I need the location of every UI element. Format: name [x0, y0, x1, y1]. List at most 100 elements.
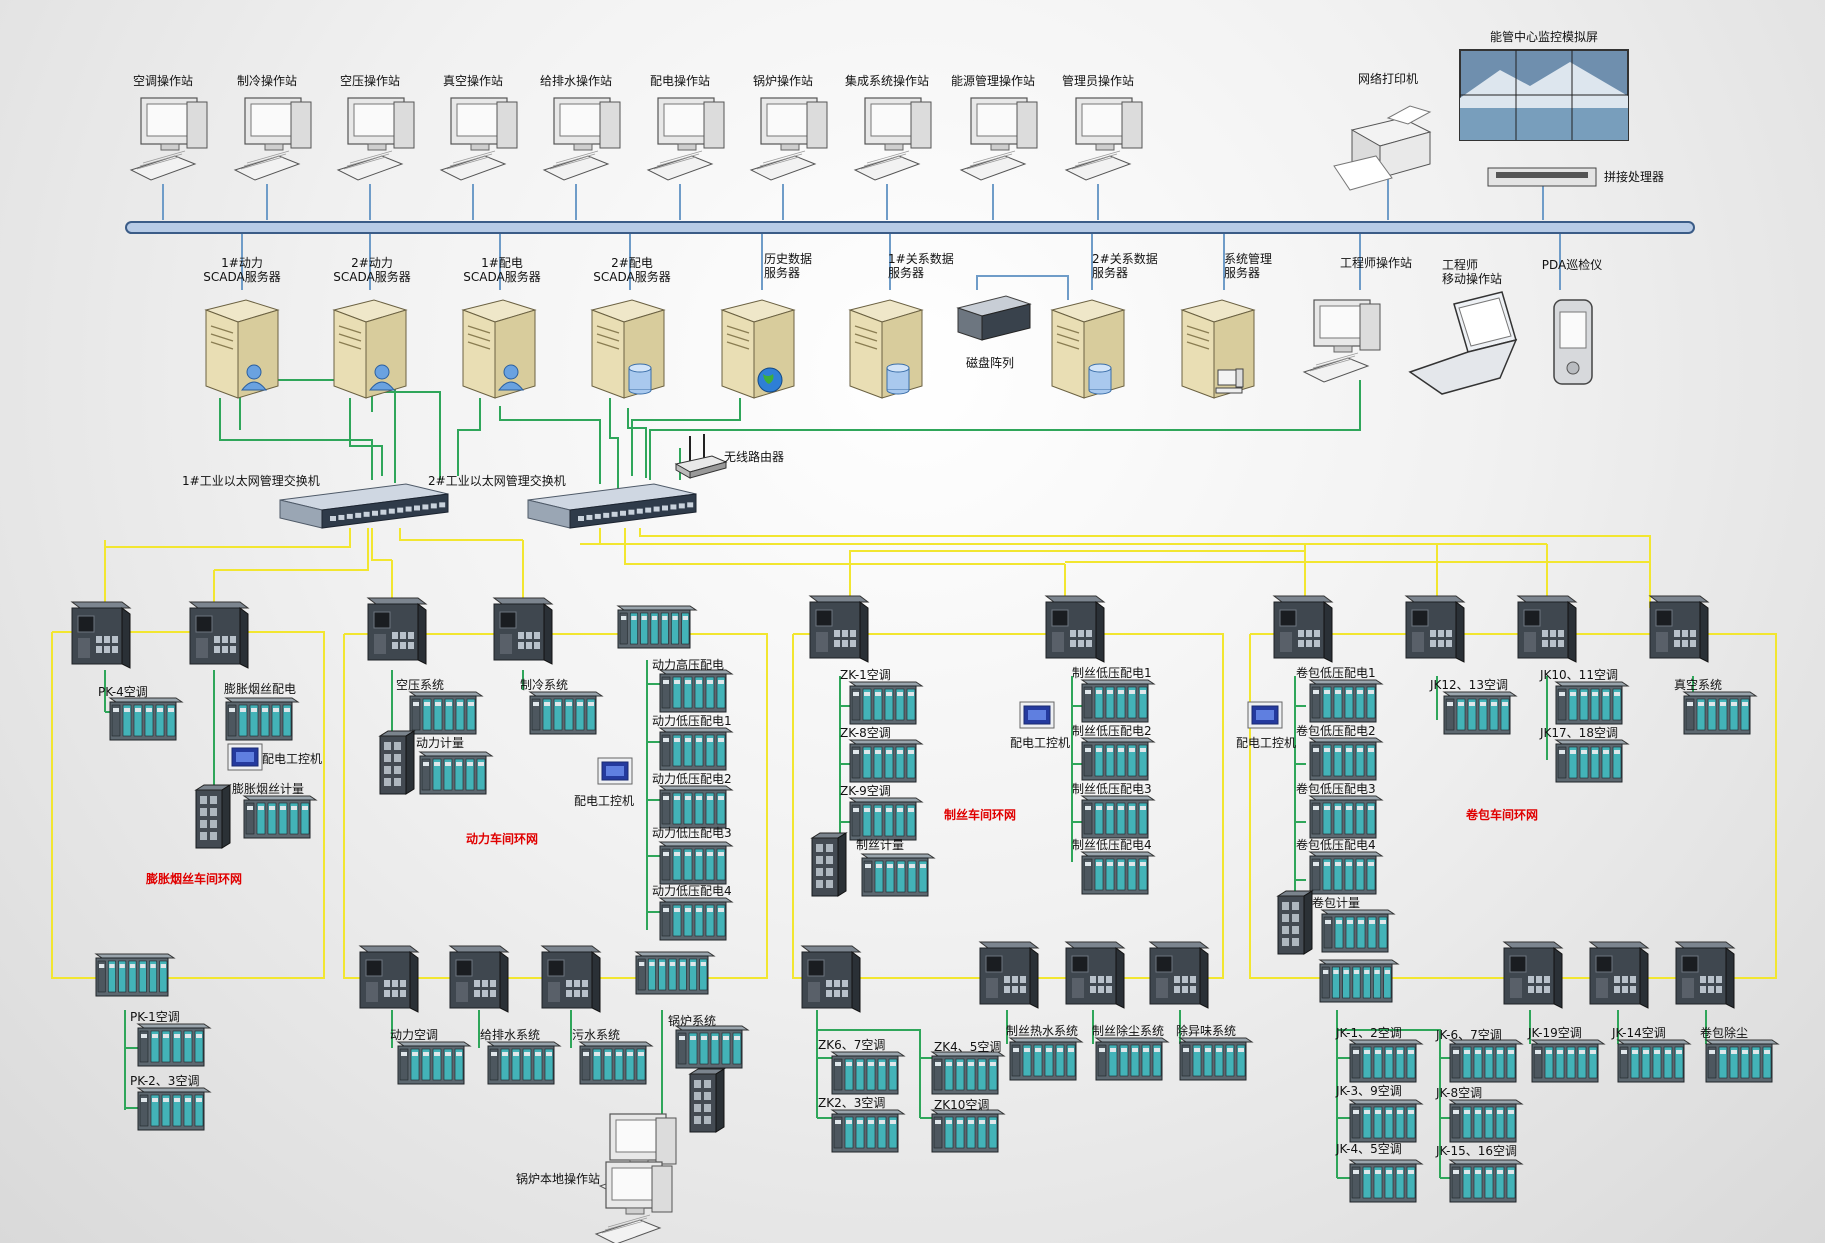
core-switch-1-icon	[279, 483, 449, 529]
server-icon	[461, 299, 537, 399]
video-wall-icon	[1459, 49, 1629, 141]
metering-switch-icon	[688, 1068, 726, 1133]
device-label: 卷包低压配电2	[1296, 724, 1376, 738]
splicer-icon	[1487, 167, 1597, 187]
device-label: 除异味系统	[1176, 1024, 1237, 1038]
ring-switch-icon	[1404, 595, 1466, 663]
plc-rack-icon	[1318, 959, 1400, 1003]
plc-rack-icon	[1320, 909, 1396, 953]
plc-rack-icon	[1442, 691, 1518, 735]
lan-line	[499, 406, 601, 484]
plc-rack-icon	[658, 897, 734, 941]
server-label: 2#关系数据 服务器	[1092, 252, 1158, 280]
device-label: ZK10空调	[934, 1098, 990, 1112]
lan-line	[219, 398, 373, 480]
link-line	[624, 528, 1065, 565]
plc-rack-icon	[658, 727, 734, 771]
ring-switch-icon	[1648, 595, 1710, 663]
server-label: 历史数据 服务器	[764, 252, 813, 280]
device-label: PK-2、3空调	[130, 1074, 200, 1088]
device-label: JK-15、16空调	[1436, 1144, 1518, 1158]
server-label: 1#配电 SCADA服务器	[463, 256, 541, 284]
metering-switch-icon	[194, 784, 232, 849]
ring3-name: 制丝车间环网	[944, 808, 1017, 822]
engineer-station-label: 工程师操作站	[1340, 256, 1413, 270]
link-line	[649, 380, 1361, 480]
video-wall-label: 能管中心监控模拟屏	[1489, 30, 1599, 44]
metering-switch-icon	[810, 832, 848, 897]
operator-station-icon	[542, 97, 621, 181]
device-label: ZK6、7空调	[818, 1038, 886, 1052]
device-label: JK-19空调	[1528, 1026, 1582, 1040]
ring-switch-icon	[978, 941, 1040, 1009]
device-label: 制丝低压配电2	[1072, 724, 1152, 738]
lan-line	[609, 398, 619, 490]
metering-switch-icon	[378, 730, 416, 795]
ring-switch-icon	[366, 597, 428, 665]
operator-station-icon	[749, 97, 828, 181]
plc-rack-icon	[1080, 679, 1156, 723]
device-label: ZK4、5空调	[934, 1040, 1002, 1054]
device-label: 卷包低压配电3	[1296, 782, 1376, 796]
device-label: 卷包除尘	[1700, 1026, 1749, 1040]
plc-rack-icon	[1448, 1039, 1524, 1083]
plc-rack-icon	[1348, 1159, 1424, 1203]
device-label: JK17、18空调	[1540, 726, 1618, 740]
printer-icon	[1333, 105, 1432, 191]
operator-station-label: 集成系统操作站	[844, 74, 930, 88]
pda-label: PDA巡检仪	[1541, 258, 1603, 272]
industrial-pc-icon	[597, 757, 633, 785]
device-label: 制丝低压配电4	[1072, 838, 1152, 852]
plc-rack-icon	[830, 1109, 906, 1153]
plc-rack-icon	[1448, 1099, 1524, 1143]
plc-rack-icon	[830, 1051, 906, 1095]
device-label: JK-3、9空调	[1336, 1084, 1402, 1098]
operator-station-icon	[959, 97, 1038, 181]
link-line	[639, 528, 1651, 562]
link-line	[1337, 1029, 1441, 1178]
plc-rack-icon	[1008, 1037, 1084, 1081]
server-label: 2#配电 SCADA服务器	[593, 256, 671, 284]
plc-rack-icon	[658, 669, 734, 713]
boiler-local-label: 锅炉本地操作站	[516, 1172, 601, 1186]
server-icon	[720, 299, 796, 399]
plc-rack-icon	[658, 785, 734, 829]
ethernet-bus-bar	[125, 221, 1695, 234]
ring-switch-icon	[1502, 941, 1564, 1009]
server-icon	[1180, 299, 1256, 399]
link-line	[849, 550, 1305, 608]
device-label: 制丝低压配电3	[1072, 782, 1152, 796]
device-label: 卷包低压配电1	[1296, 666, 1376, 680]
plc-rack-icon	[930, 1051, 1006, 1095]
device-label: JK-4、5空调	[1336, 1142, 1402, 1156]
device-label: ZK-8空调	[840, 726, 891, 740]
ring2-name: 动力车间环网	[466, 832, 539, 846]
database-icon	[886, 363, 910, 395]
operator-station-icon	[646, 97, 725, 181]
splicer-label: 拼接处理器	[1604, 170, 1665, 184]
router-label: 无线路由器	[724, 450, 785, 464]
plc-rack-icon	[396, 1041, 472, 1085]
user-icon	[374, 364, 390, 380]
operator-station-label: 能源管理操作站	[950, 74, 1036, 88]
plc-rack-icon	[418, 751, 494, 795]
plc-rack-icon	[486, 1041, 562, 1085]
device-label: 膨胀烟丝计量	[232, 782, 305, 796]
operator-station-label: 真空操作站	[442, 74, 504, 88]
server-icon	[332, 299, 408, 399]
plc-rack-icon	[658, 841, 734, 885]
device-label: 制丝计量	[856, 838, 905, 852]
server-label: 1#动力 SCADA服务器	[203, 256, 281, 284]
plc-rack-icon	[1308, 737, 1384, 781]
device-label: 制丝除尘系统	[1092, 1024, 1165, 1038]
operator-station-label: 管理员操作站	[1061, 74, 1135, 88]
ring-switch-icon	[808, 595, 870, 663]
server-icon	[1050, 299, 1126, 399]
operator-station-icon	[439, 97, 518, 181]
operator-station-label: 给排水操作站	[539, 74, 613, 88]
engineer-station-icon	[1302, 299, 1381, 383]
link-line	[817, 1029, 921, 1118]
ring-switch-icon	[1272, 595, 1334, 663]
device-label: 卷包计量	[1312, 896, 1361, 910]
